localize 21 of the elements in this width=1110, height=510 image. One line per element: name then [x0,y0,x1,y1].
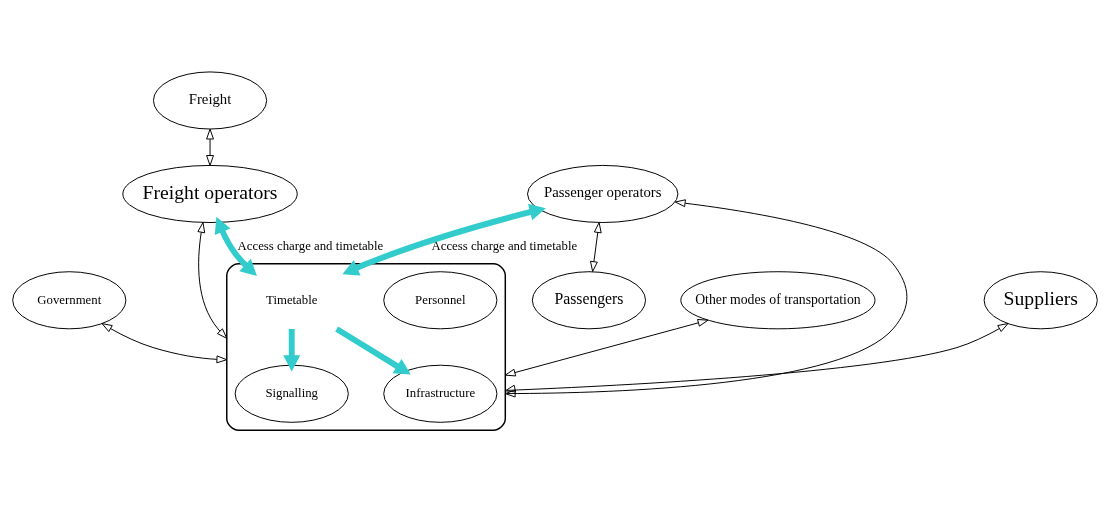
edge-label: Access charge and timetable [237,239,384,254]
edge-label: Access charge and timetable [431,239,578,254]
arrow [335,326,411,375]
node-ellipse: Freight operators [122,164,298,223]
arrow [342,203,546,276]
arrow [101,323,228,364]
node-ellipse: Signalling [234,364,349,423]
cluster [226,263,507,431]
arrow [590,222,602,272]
node-ellipse: Infrastructure [383,364,498,423]
arrow [504,199,908,398]
node-ellipse: Freight [152,71,268,130]
arrow [206,128,214,166]
arrow [504,323,1009,393]
node-ellipse: Personnel [383,271,498,330]
node-ellipse: Passengers [531,271,647,330]
arrow [504,319,709,377]
arrow [214,216,257,276]
arrow [283,328,301,372]
arrow [197,222,228,339]
node-text: Timetable [266,292,318,307]
